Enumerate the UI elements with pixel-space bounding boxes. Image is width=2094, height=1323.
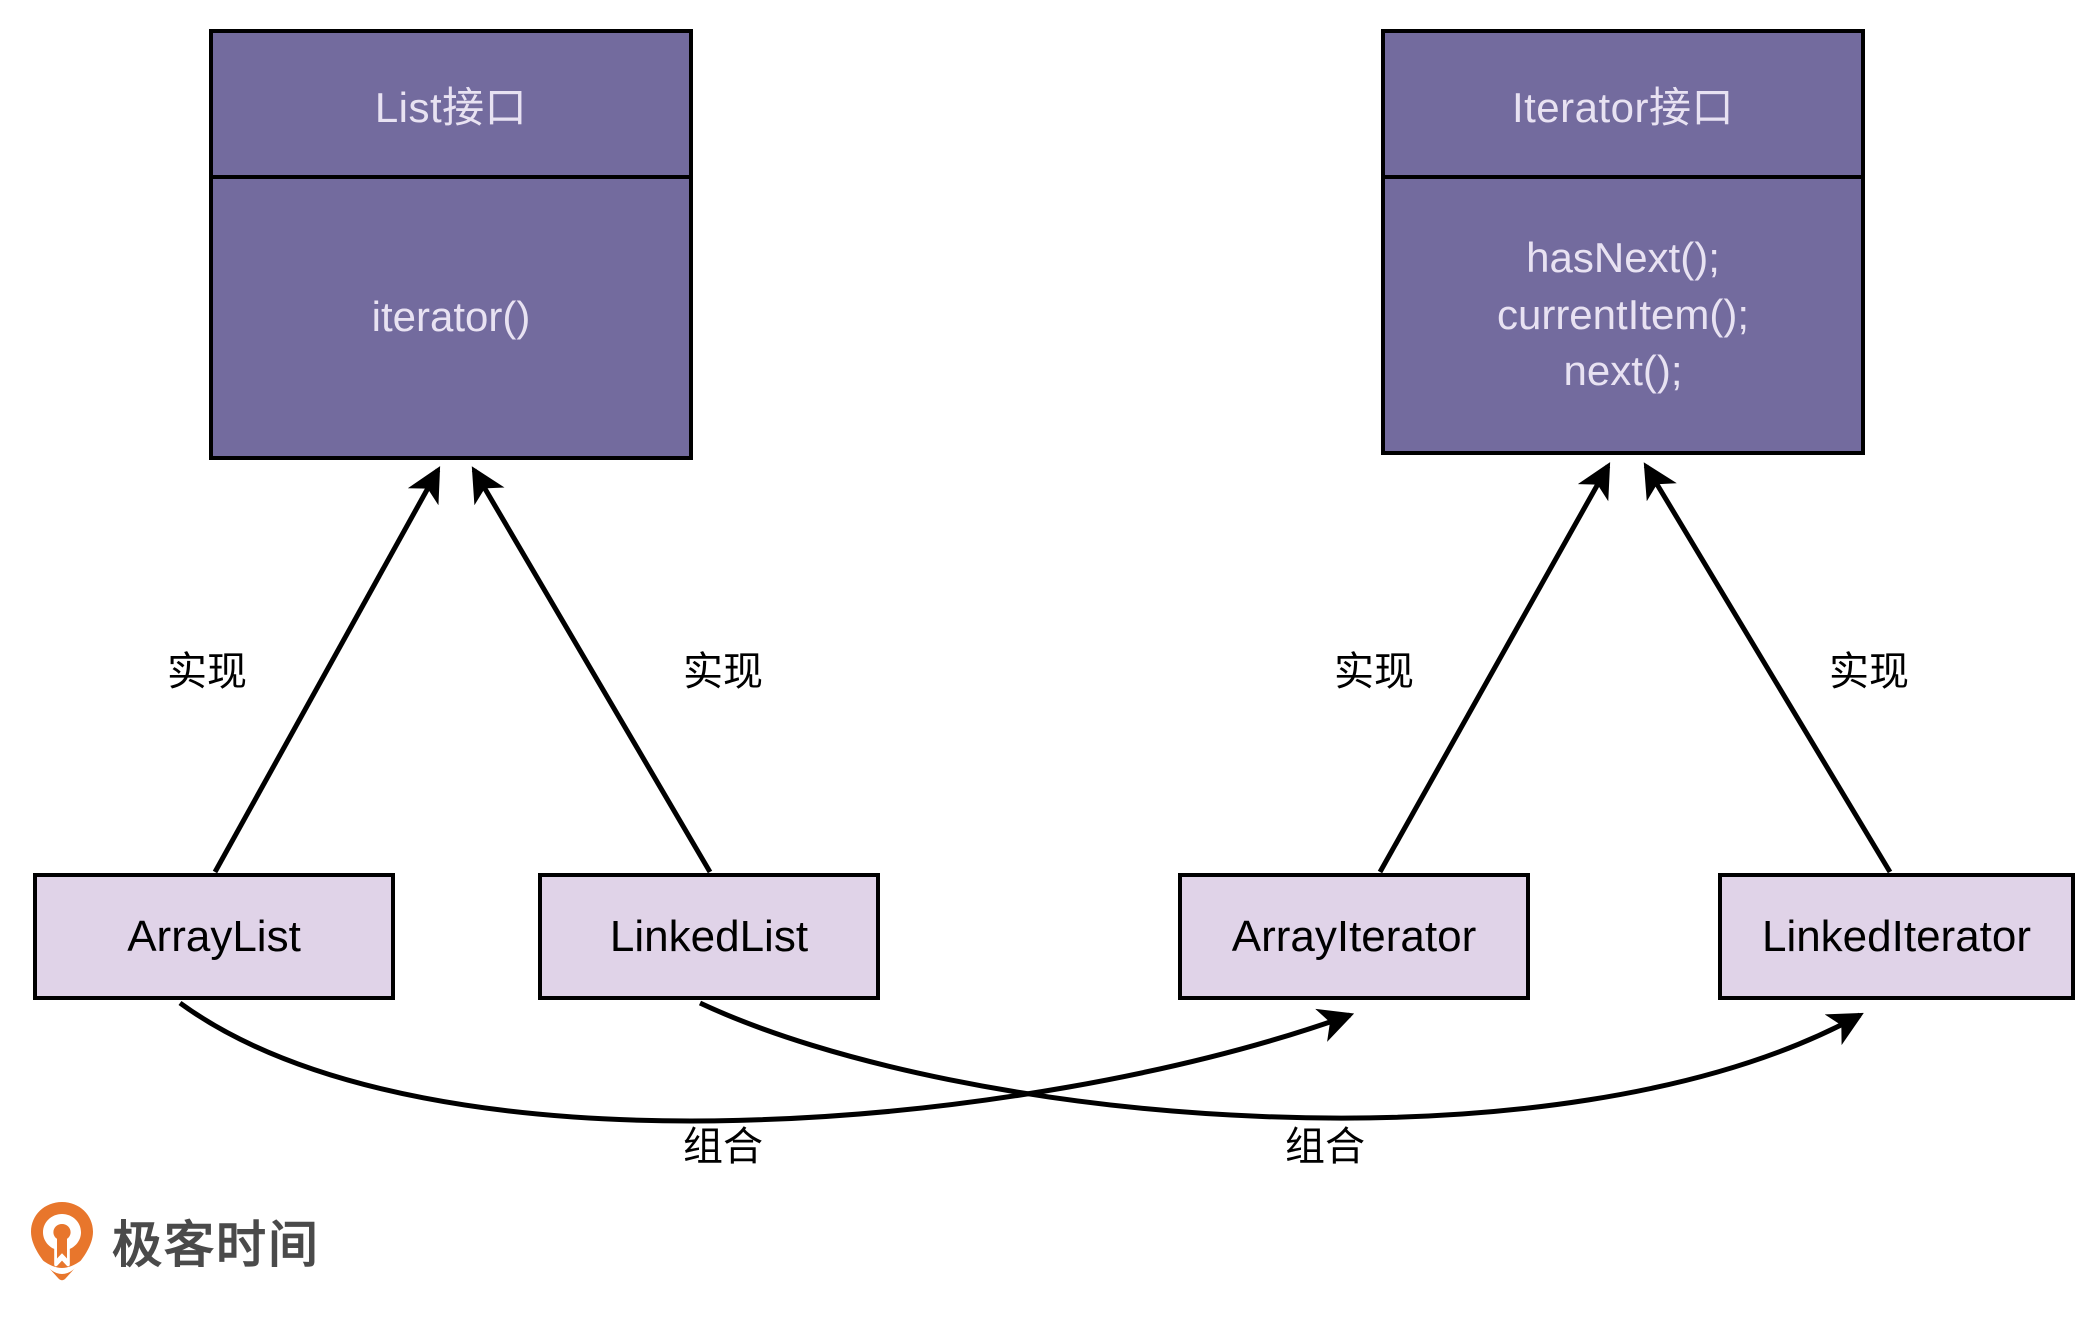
method-hasnext: hasNext(); (1526, 233, 1720, 281)
class-label-arrayiterator: ArrayIterator (1231, 911, 1477, 961)
edge-label-implements-linkediterator: 实现 (1829, 650, 1909, 694)
logo-wordmark: 极客时间 (112, 1217, 320, 1273)
class-box-linkediterator[interactable]: LinkedIterator (1718, 873, 2075, 1000)
class-label-arraylist: ArrayList (127, 911, 301, 961)
edge-linkedlist-composes-linkediterator (698, 1000, 1864, 1121)
method-iterator: iterator() (371, 293, 531, 341)
class-box-linkedlist[interactable]: LinkedList (538, 873, 880, 1000)
interface-box-list[interactable]: List接口 iterator() (209, 29, 693, 460)
class-label-linkediterator: LinkedIterator (1761, 911, 2032, 961)
interface-methods-iterator: hasNext(); currentItem(); next(); (1385, 179, 1861, 451)
interface-title-list: List接口 (213, 33, 689, 179)
interface-title-iterator: Iterator接口 (1385, 33, 1861, 179)
edge-label-implements-arrayiterator: 实现 (1334, 650, 1414, 694)
geektime-logo: 极客时间 (28, 1200, 320, 1282)
edge-label-implements-arraylist: 实现 (167, 650, 247, 694)
interface-box-iterator[interactable]: Iterator接口 hasNext(); currentItem(); nex… (1381, 29, 1865, 455)
edge-arraylist-composes-arrayiterator (178, 1000, 1355, 1124)
interface-methods-list: iterator() (213, 179, 689, 456)
edge-arraylist-implements-list (212, 466, 441, 874)
method-next: next(); (1563, 347, 1683, 395)
edge-linkedlist-implements-list (471, 466, 713, 874)
edge-label-composition-linkedlist: 组合 (1285, 1125, 1365, 1169)
edge-label-composition-arraylist: 组合 (683, 1125, 763, 1169)
location-pin-icon (31, 1202, 93, 1281)
edge-arrayiterator-implements-iterator (1377, 462, 1611, 874)
edge-linkediterator-implements-iterator (1643, 462, 1893, 874)
edge-label-implements-linkedlist: 实现 (683, 650, 763, 694)
method-currentitem: currentItem(); (1496, 290, 1750, 338)
class-box-arrayiterator[interactable]: ArrayIterator (1178, 873, 1530, 1000)
class-label-linkedlist: LinkedList (609, 911, 809, 961)
class-box-arraylist[interactable]: ArrayList (33, 873, 395, 1000)
